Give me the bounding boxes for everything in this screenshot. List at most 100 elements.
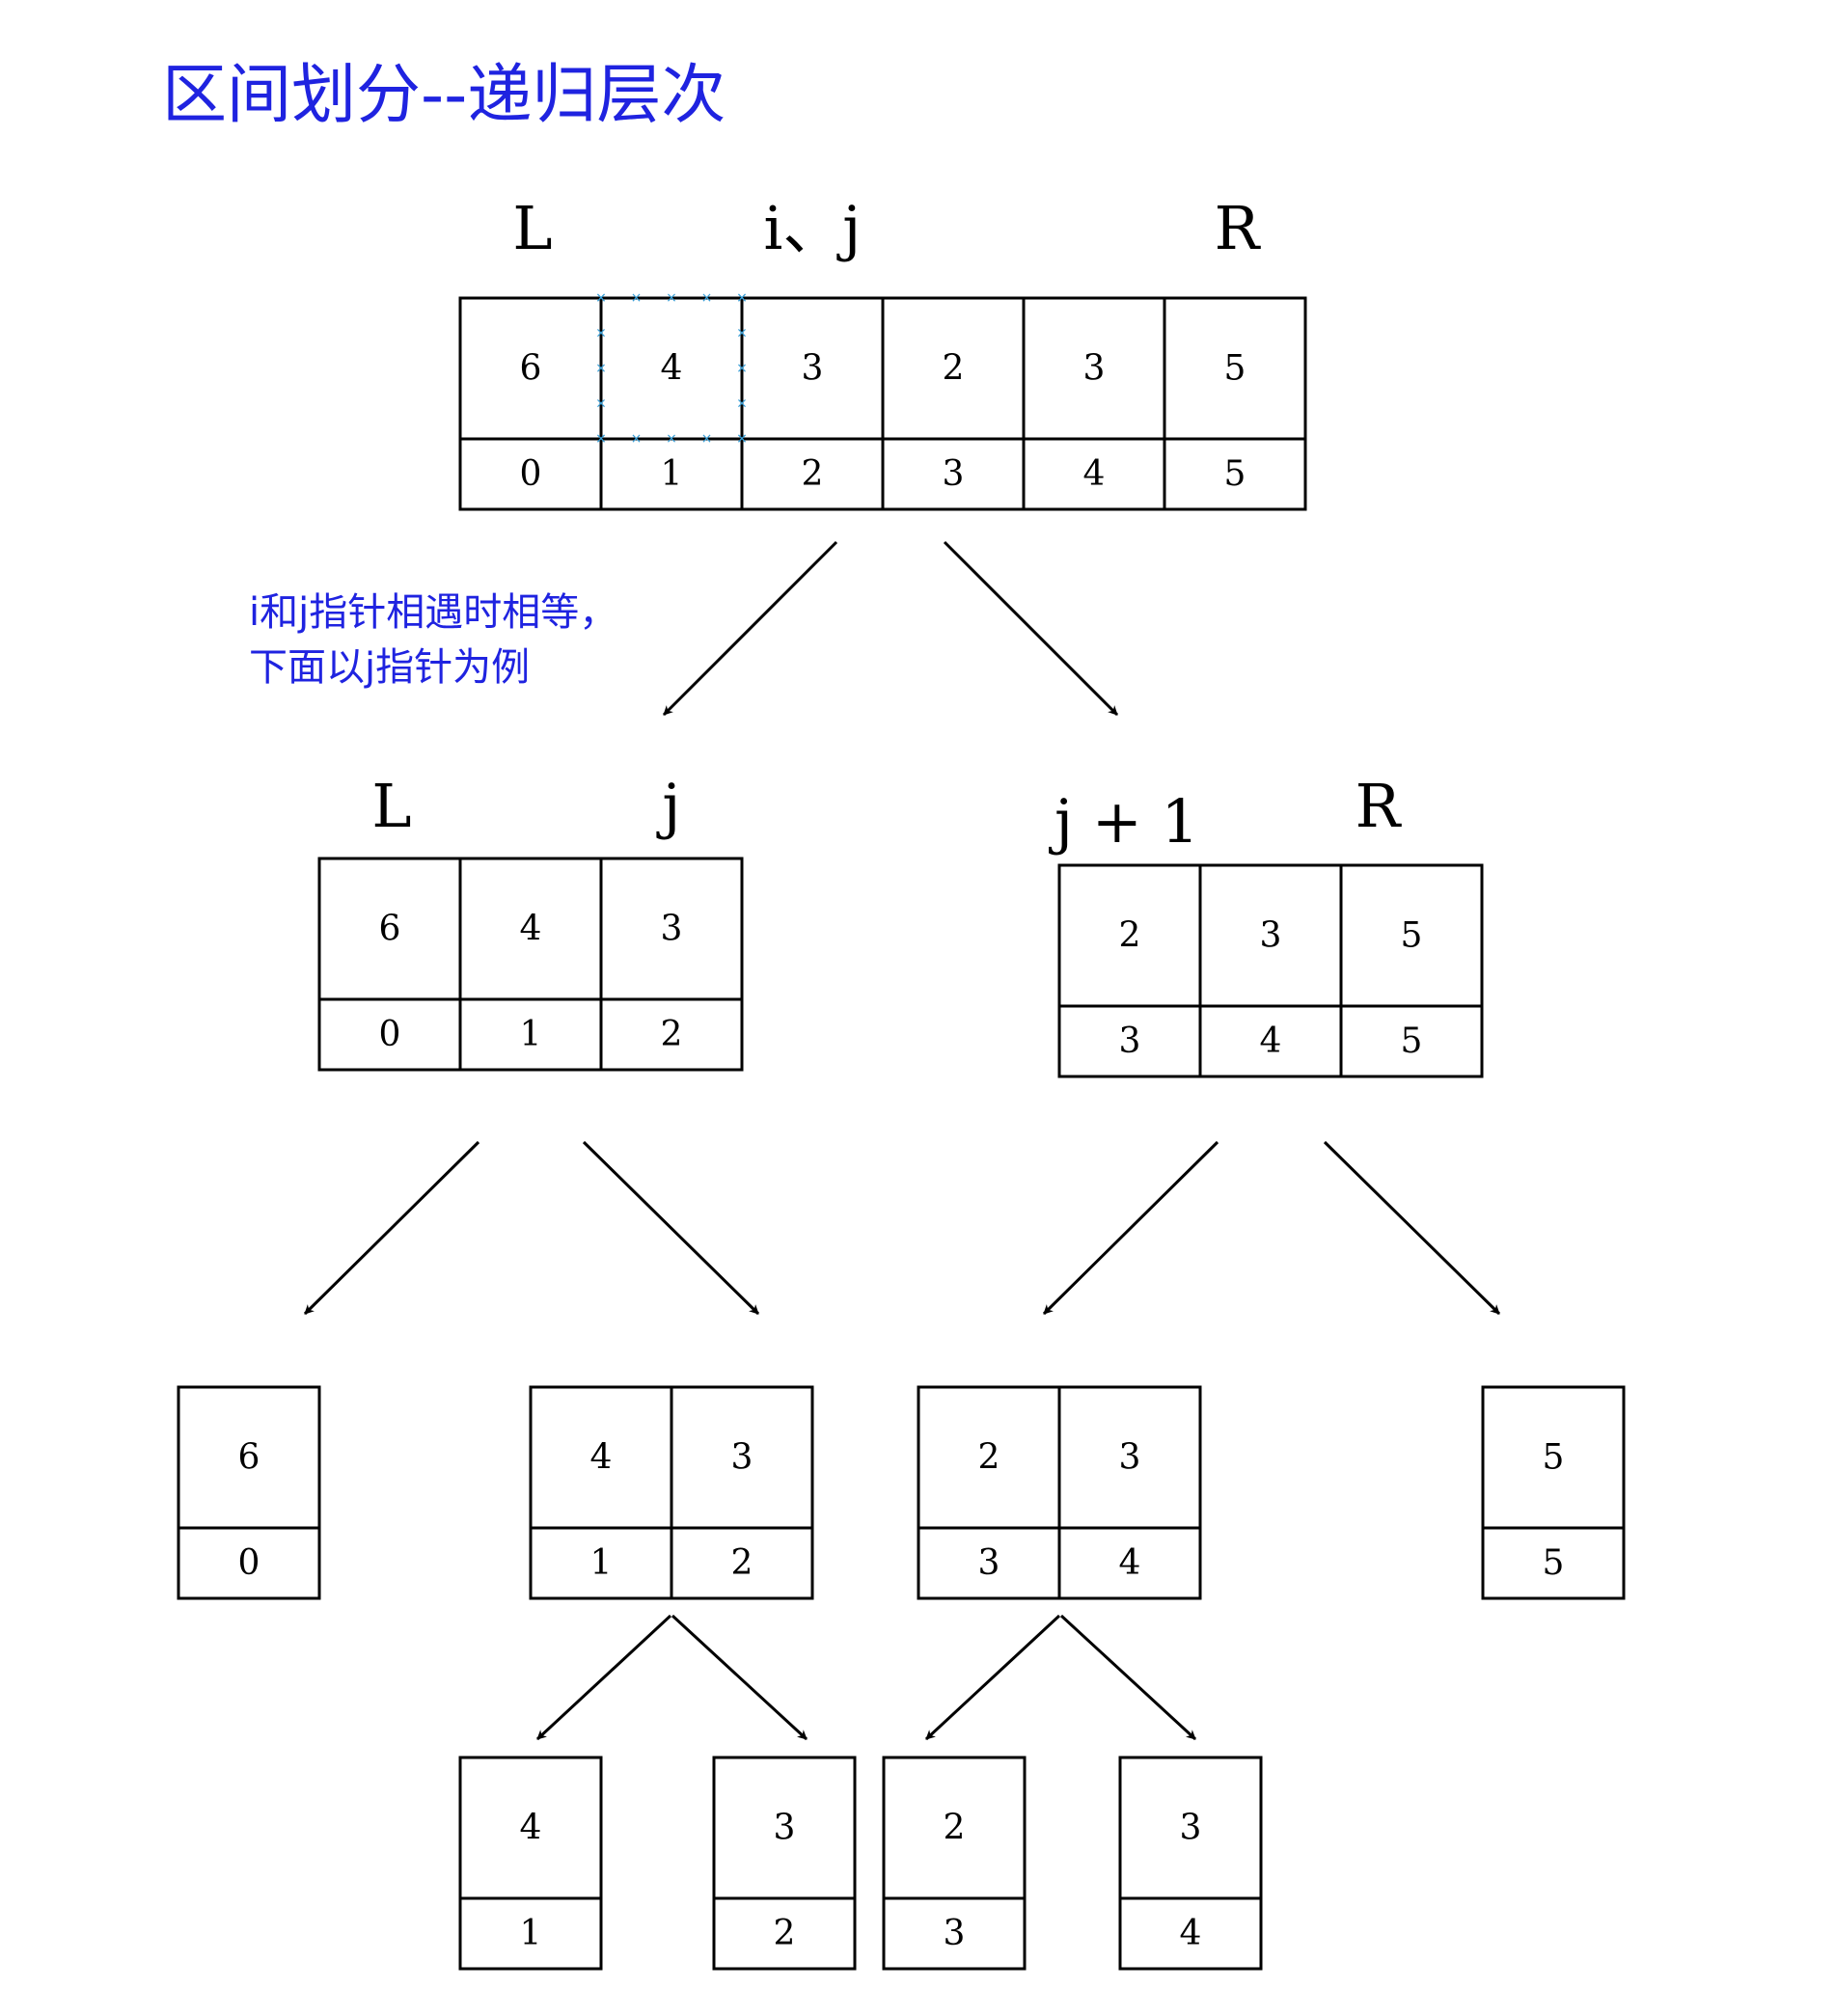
cell-index: 3 — [1119, 1022, 1141, 1061]
array-border — [458, 1756, 603, 1971]
highlight-marker: × — [736, 361, 748, 376]
cell-value: 6 — [379, 910, 401, 949]
cell-index: 4 — [1180, 1914, 1202, 1953]
arrows-layer — [303, 540, 1501, 1741]
cell-index: 3 — [978, 1543, 1000, 1583]
level3-array-1: 32 — [712, 1756, 857, 1971]
root-label-right: R — [1215, 193, 1262, 263]
cell-index: 0 — [238, 1543, 260, 1583]
split-arrow — [303, 1140, 480, 1316]
note-line-2: 下面以j指针为例 — [249, 645, 531, 690]
root-label-pointer: i、j — [763, 193, 861, 263]
cell-index: 1 — [661, 454, 683, 494]
cell-index: 5 — [1224, 454, 1246, 494]
left-subarray: 6 4 3 0 1 2 — [317, 857, 744, 1072]
cell-index: 5 — [1543, 1543, 1565, 1583]
split-arrow — [535, 1614, 672, 1741]
highlight-marker: × — [631, 431, 643, 447]
cell-value: 5 — [1543, 1438, 1565, 1478]
pivot-highlight-box — [599, 296, 744, 441]
split-arrow — [943, 540, 1119, 717]
cell-index: 4 — [1083, 454, 1106, 494]
cell-value: 3 — [661, 910, 683, 949]
level3-array-3: 34 — [1118, 1756, 1263, 1971]
cell-value: 2 — [943, 349, 965, 389]
level3-array-2: 23 — [882, 1756, 1027, 1971]
cell-value: 6 — [238, 1438, 260, 1478]
cell-value: 5 — [1401, 916, 1423, 956]
highlight-marker: × — [701, 290, 713, 306]
level2-array-2: 2 3 3 4 — [917, 1385, 1202, 1600]
cell-value: 2 — [944, 1809, 966, 1848]
cell-value: 4 — [520, 1809, 542, 1848]
highlight-marker: × — [595, 361, 607, 376]
split-arrow — [1059, 1614, 1197, 1741]
split-arrow — [1042, 1140, 1219, 1316]
cell-index: 2 — [661, 1015, 683, 1054]
cell-index: 3 — [943, 454, 965, 494]
highlight-marker: × — [666, 431, 677, 447]
cell-value: 2 — [1119, 916, 1141, 956]
highlight-marker: × — [631, 290, 643, 306]
cell-index: 5 — [1401, 1022, 1423, 1061]
cell-index: 0 — [520, 454, 542, 494]
level2-array-3: 55 — [1481, 1385, 1626, 1600]
cell-index: 1 — [520, 1914, 542, 1953]
cell-value: 3 — [1260, 916, 1282, 956]
cell-value: 3 — [1119, 1438, 1141, 1478]
cell-value: 4 — [520, 910, 542, 949]
cell-value: 4 — [661, 349, 683, 389]
highlight-marker: × — [736, 290, 748, 306]
highlight-marker: × — [595, 396, 607, 412]
right-label-j1: j + 1 — [1049, 786, 1199, 857]
highlight-marker: × — [595, 290, 607, 306]
diagram-title: 区间划分--递归层次 — [162, 57, 726, 132]
cell-index: 1 — [520, 1015, 542, 1054]
level2-array-0: 60 — [177, 1385, 321, 1600]
left-label-l: L — [371, 771, 411, 841]
cell-value: 2 — [978, 1438, 1000, 1478]
cell-index: 1 — [590, 1543, 613, 1583]
highlight-marker: × — [595, 431, 607, 447]
array-border — [1118, 1756, 1263, 1971]
highlight-marker: × — [736, 431, 748, 447]
split-arrow — [582, 1140, 760, 1316]
highlight-marker: × — [736, 326, 748, 341]
cell-value: 6 — [520, 349, 542, 389]
note-line-1: i和j指针相遇时相等， — [249, 590, 618, 635]
cell-index: 2 — [802, 454, 824, 494]
cell-index: 4 — [1260, 1022, 1282, 1061]
highlight-marker: × — [595, 326, 607, 341]
pivot-highlight: ×××××××××××××××××××× — [595, 290, 748, 447]
cell-value: 3 — [1180, 1809, 1202, 1848]
array-border — [317, 857, 744, 1072]
split-arrow — [1323, 1140, 1501, 1316]
root-label-left: L — [512, 193, 552, 263]
cell-index: 3 — [944, 1914, 966, 1953]
cell-value: 4 — [590, 1438, 613, 1478]
highlight-marker: × — [666, 290, 677, 306]
highlight-marker: × — [595, 290, 607, 306]
left-label-j: j — [656, 771, 680, 841]
level3-array-0: 41 — [458, 1756, 603, 1971]
array-border — [1057, 863, 1484, 1078]
cell-value: 3 — [1083, 349, 1106, 389]
split-arrow — [924, 1614, 1061, 1741]
right-label-r: R — [1356, 771, 1403, 841]
cell-index: 0 — [379, 1015, 401, 1054]
cell-index: 2 — [774, 1914, 796, 1953]
split-arrow — [671, 1614, 808, 1741]
cell-index: 4 — [1119, 1543, 1141, 1583]
right-subarray: 2 3 5 3 4 5 — [1057, 863, 1484, 1078]
highlight-marker: × — [701, 431, 713, 447]
highlight-marker: × — [736, 396, 748, 412]
cell-value: 3 — [731, 1438, 753, 1478]
highlight-marker: × — [736, 290, 748, 306]
split-arrow — [662, 540, 838, 717]
array-border — [177, 1385, 321, 1600]
